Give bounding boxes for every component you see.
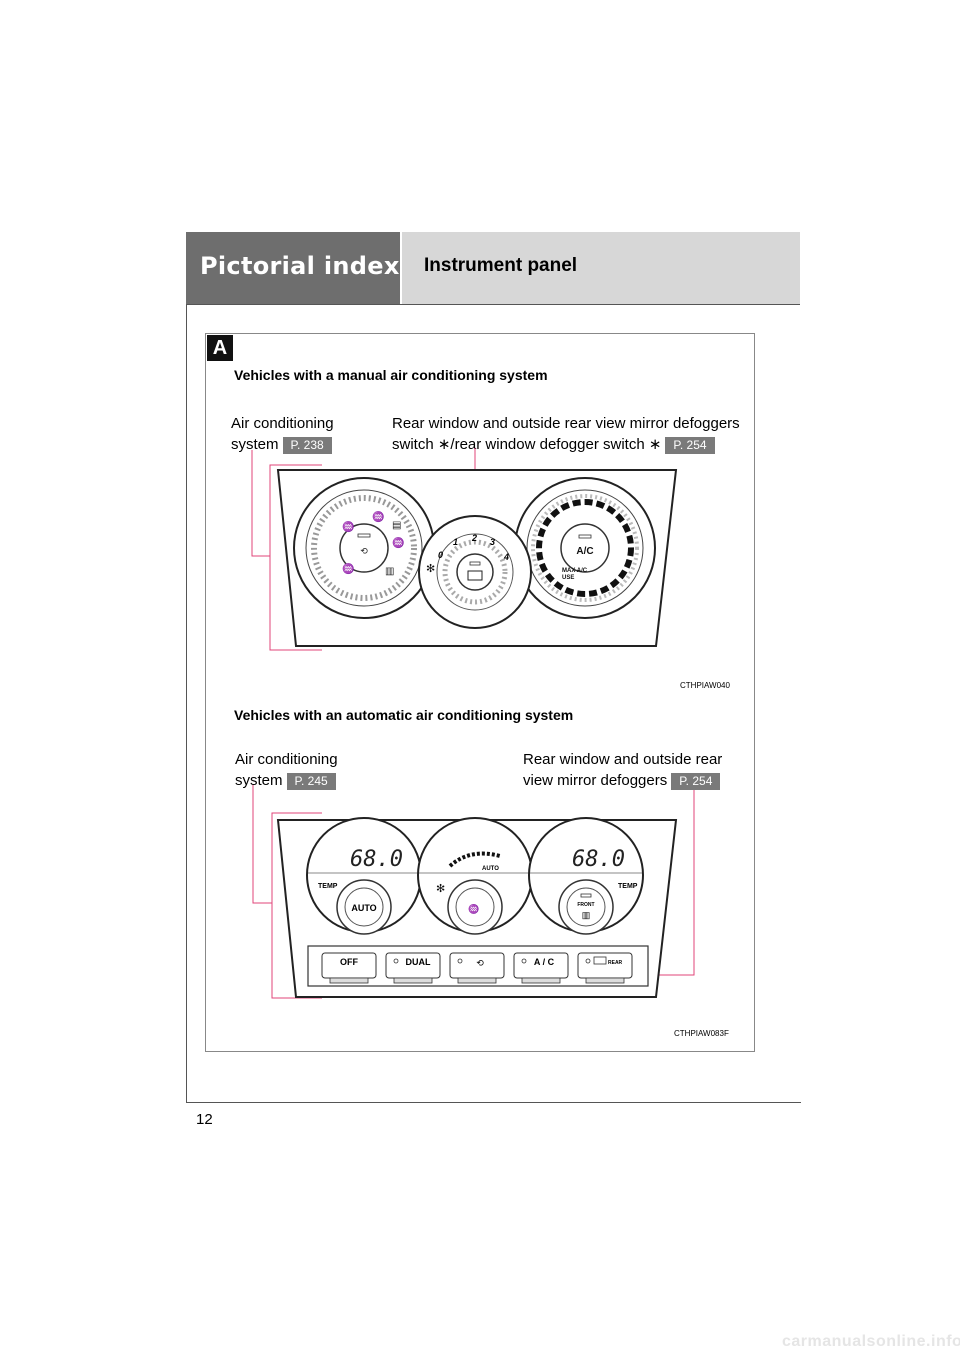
page-title: Instrument panel <box>424 255 578 276</box>
ac-button-label: A/C <box>576 546 593 557</box>
section-badge: A <box>207 335 233 361</box>
bilevel-vent-icon: ♒ <box>372 510 384 523</box>
rear-window-icon <box>593 956 607 965</box>
mode-dial-knurl <box>311 495 417 601</box>
temp-dial-knurl <box>531 494 639 602</box>
rear-defogger-icon <box>467 570 483 581</box>
manual-ac-label-line2: system <box>231 436 279 453</box>
defogger-indicator <box>469 561 481 566</box>
section-label: Pictorial index <box>200 252 400 280</box>
dual-button-label: DUAL <box>406 957 431 967</box>
front-label: FRONT <box>577 902 594 908</box>
recirculation-button-icon: ⟲ <box>476 958 484 968</box>
content-box <box>205 333 755 1052</box>
defrost-icon: ▤ <box>392 520 401 531</box>
off-button-label: OFF <box>340 957 358 967</box>
auto-knob-center <box>344 887 384 927</box>
off-button[interactable]: OFF <box>321 952 377 984</box>
front-defroster-icon: ▥ <box>582 910 591 920</box>
manual-defog-page-ref[interactable]: P. 254 <box>665 436 715 454</box>
section-tab: Pictorial index <box>186 232 402 304</box>
ac-button[interactable] <box>560 523 610 573</box>
fan-level-bar <box>448 851 501 868</box>
mode-dial-knob[interactable] <box>339 523 389 573</box>
ac-auto-button[interactable]: A / C <box>513 952 569 984</box>
automatic-defog-label-line2: view mirror defoggers <box>523 772 668 789</box>
front-indicator <box>580 893 592 898</box>
manual-section-title: Vehicles with a manual air conditioning … <box>234 367 548 383</box>
automatic-defog-label: Rear window and outside rear view mirror… <box>523 749 722 791</box>
temp-scale <box>536 499 634 597</box>
manual-ac-page-ref[interactable]: P. 238 <box>282 436 332 454</box>
header-divider <box>186 304 800 305</box>
page-frame <box>186 232 801 1103</box>
manual-ac-leader-1 <box>251 450 270 557</box>
fan-dial-knurl <box>442 539 508 605</box>
automatic-ac-label-line2: system <box>235 772 283 789</box>
recirculation-button[interactable]: ⟲ <box>449 952 505 984</box>
floor-vent-icon: ♒ <box>392 536 404 549</box>
manual-defog-label-line2: switch ∗/rear window defogger switch ∗ <box>392 436 662 453</box>
face-vent-icon: ♒ <box>342 520 354 533</box>
fan-speed-4: 4 <box>503 552 509 562</box>
auto-ac-leader-1 <box>252 785 272 904</box>
manual-figure-code: CTHPIAW040 <box>680 681 730 690</box>
page-number: 12 <box>196 1111 213 1128</box>
auto-fan-icon: ✻ <box>436 883 445 895</box>
fan-speed-1: 1 <box>453 537 458 547</box>
automatic-figure-code: CTHPIAW083F <box>674 1029 729 1038</box>
ac-indicator <box>578 534 592 539</box>
title-bar: Instrument panel <box>402 232 800 304</box>
page-header: Pictorial index Instrument panel <box>186 232 800 304</box>
left-temp-label: TEMP <box>318 883 338 890</box>
foot-vent-icon: ♒ <box>342 562 354 575</box>
right-temp-display: 68.0 <box>572 847 625 872</box>
max-ac-label: MAX A/C <box>562 568 588 574</box>
use-label: USE <box>562 575 574 581</box>
manual-defog-label: Rear window and outside rear view mirror… <box>392 413 740 455</box>
manual-ac-label-line1: Air conditioning <box>231 415 334 432</box>
watermark: carmanualsonline.info <box>782 1333 960 1350</box>
rear-defogger-auto-button[interactable]: REAR <box>577 952 633 984</box>
automatic-defog-label-line1: Rear window and outside rear <box>523 751 723 768</box>
windshield-icon: ▥ <box>385 566 394 577</box>
right-temp-label: TEMP <box>618 883 638 890</box>
dual-button[interactable]: DUAL <box>385 952 441 984</box>
automatic-ac-page-ref[interactable]: P. 245 <box>286 772 336 790</box>
mode-indicator <box>357 533 371 538</box>
rear-button-label: REAR <box>608 960 623 966</box>
recirculation-icon: ⟲ <box>360 546 368 556</box>
auto-knob-label: AUTO <box>351 903 376 913</box>
auto-display-label: AUTO <box>482 866 499 872</box>
fan-speed-3: 3 <box>490 537 495 547</box>
mode-knob-center <box>455 887 495 927</box>
automatic-section-title: Vehicles with an automatic air condition… <box>234 707 574 723</box>
automatic-defog-page-ref[interactable]: P. 254 <box>671 772 721 790</box>
manual-defog-label-line1: Rear window and outside rear view mirror… <box>392 415 740 432</box>
ac-auto-button-label: A / C <box>534 957 555 967</box>
fan-speed-2: 2 <box>471 533 477 543</box>
airflow-mode-icon: ♒ <box>468 903 479 914</box>
automatic-ac-label-line1: Air conditioning <box>235 751 338 768</box>
fan-icon: ✻ <box>426 563 435 575</box>
fan-speed-0: 0 <box>438 550 443 560</box>
left-temp-display: 68.0 <box>350 847 403 872</box>
manual-ac-leader-2 <box>269 464 322 651</box>
front-defroster-center <box>566 887 606 927</box>
